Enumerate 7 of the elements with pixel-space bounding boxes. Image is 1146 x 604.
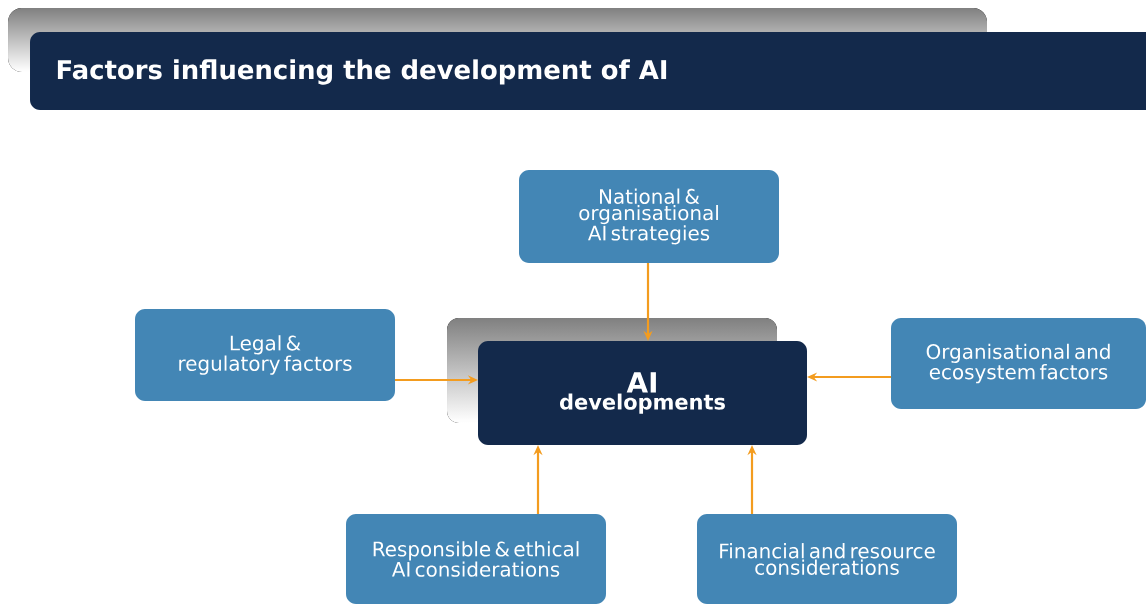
- factor-box: Legal & regulatory factors: [135, 309, 395, 401]
- center-box: AI developments: [478, 341, 807, 445]
- factor-box: Responsible & ethical AI considerations: [346, 514, 606, 604]
- factor-box: Organisational and ecosystem factors: [891, 318, 1146, 409]
- title-bar: Factors influencing the development of AI: [30, 32, 1146, 110]
- factor-box: National & organisational AI strategies: [519, 170, 779, 263]
- factor-box: Financial and resource considerations: [697, 514, 957, 604]
